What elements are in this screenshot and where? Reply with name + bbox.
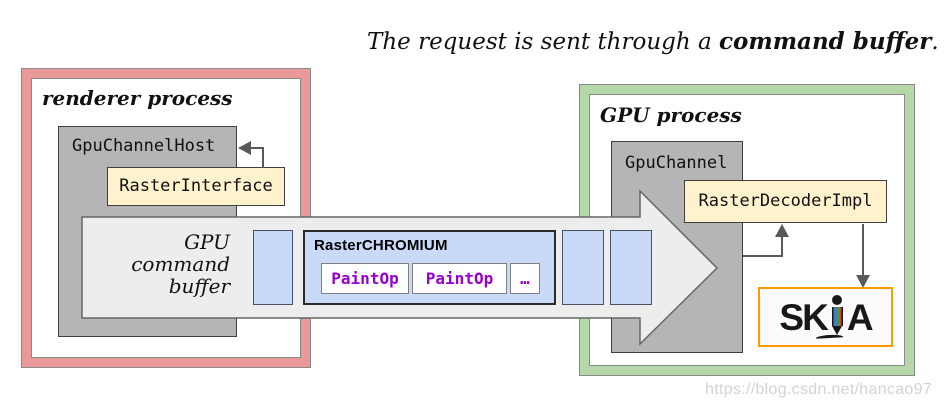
renderer-process-label: renderer process (42, 86, 233, 110)
gpu-command-buffer-line3: buffer (168, 274, 230, 298)
command-cell-3 (610, 230, 652, 305)
caption-period: . (931, 29, 939, 55)
raster-chromium-title: RasterCHROMIUM (314, 237, 448, 254)
gpu-command-buffer-line2: command (131, 252, 230, 276)
skia-letters-right: A (846, 296, 874, 338)
paintop-row: PaintOp PaintOp … (321, 263, 543, 294)
gpu-process-label: GPU process (600, 103, 742, 127)
gpu-channel-host-label: GpuChannelHost (72, 136, 216, 156)
watermark: https://blog.csdn.net/hancao97 (705, 381, 932, 398)
caption-prefix: The request is sent through a (367, 29, 720, 55)
raster-interface-box: RasterInterface (107, 167, 285, 206)
caption: The request is sent through a command bu… (367, 28, 939, 55)
command-cell-1 (253, 230, 293, 305)
gpu-channel-label: GpuChannel (625, 153, 728, 173)
raster-chromium-box: RasterCHROMIUM PaintOp PaintOp … (303, 230, 556, 305)
raster-decoder-impl-box: RasterDecoderImpl (684, 180, 887, 223)
paintop-box-1: PaintOp (321, 263, 409, 294)
skia-letters-left: SK (779, 296, 828, 338)
gpu-command-buffer-label: GPU command buffer (100, 231, 230, 297)
command-cell-2 (562, 230, 604, 305)
gpu-command-buffer-line1: GPU (184, 230, 230, 254)
skia-logo: SK A (758, 287, 893, 347)
pencil-icon (815, 295, 844, 339)
caption-bold: command buffer (719, 28, 932, 55)
paintop-box-2: PaintOp (412, 263, 507, 294)
paintop-ellipsis-box: … (510, 263, 540, 294)
pencil-tip (831, 326, 842, 335)
pencil-body-stripes (831, 307, 843, 326)
pencil-eraser-dot (831, 295, 842, 305)
